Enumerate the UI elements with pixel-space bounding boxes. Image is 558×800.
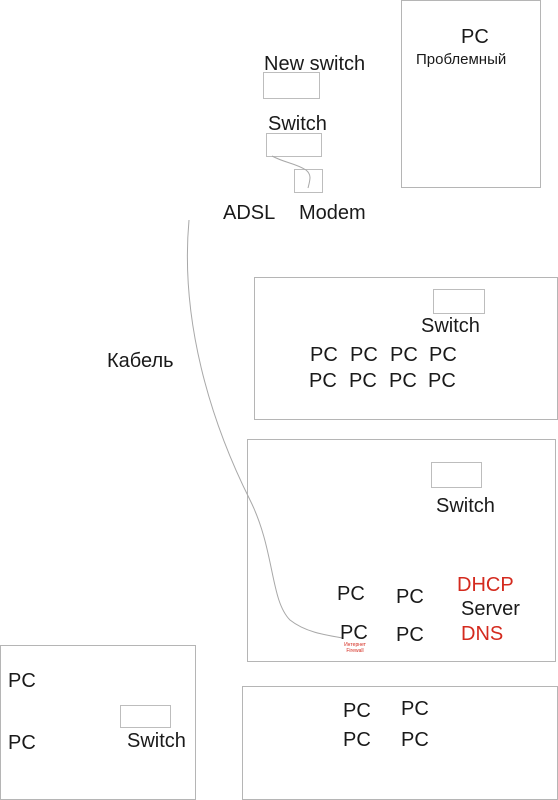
room-1-pc: PC	[309, 370, 337, 392]
problem-pc-sublabel: Проблемный	[416, 51, 507, 68]
room-3-switch-label: Switch	[127, 730, 186, 752]
room-2-switch-label: Switch	[436, 495, 495, 517]
room-3-pc: PC	[8, 670, 36, 692]
internet-firewall-note: Интернет Firewall	[340, 642, 370, 654]
room-1-pc: PC	[390, 344, 418, 366]
room-1-pc: PC	[429, 344, 457, 366]
room-4-pc: PC	[343, 729, 371, 751]
room-3-pc: PC	[8, 732, 36, 754]
dhcp-label: DHCP	[457, 574, 514, 596]
room-1-pc: PC	[349, 370, 377, 392]
modem-label: Modem	[299, 202, 366, 224]
adsl-label: ADSL	[223, 202, 276, 224]
room-1-switch-label: Switch	[421, 315, 480, 337]
room-1-pc: PC	[310, 344, 338, 366]
new-switch-label: New switch	[264, 53, 366, 75]
room-2-pc: PC	[340, 622, 368, 644]
room-4-box	[242, 686, 558, 800]
problem-pc-box	[401, 0, 541, 188]
server-label: Server	[461, 598, 520, 620]
room-1-pc: PC	[428, 370, 456, 392]
internet-label: Интернет	[344, 642, 366, 648]
switch-device	[266, 133, 322, 157]
room-3-switch-device	[120, 705, 171, 728]
problem-pc-label: PC	[461, 26, 489, 48]
switch-label: Switch	[268, 113, 327, 135]
firewall-label: Firewall	[346, 647, 364, 654]
cable-label: Кабель	[107, 350, 174, 372]
room-4-pc: PC	[401, 729, 429, 751]
room-4-pc: PC	[401, 698, 429, 720]
room-1-pc: PC	[389, 370, 417, 392]
room-2-pc: PC	[396, 586, 424, 608]
new-switch-device	[263, 72, 320, 99]
room-2-switch-device	[431, 462, 482, 488]
room-2-pc: PC	[337, 583, 365, 605]
modem-device	[294, 169, 323, 193]
room-1-switch-device	[433, 289, 485, 314]
room-1-pc: PC	[350, 344, 378, 366]
dns-label: DNS	[461, 623, 504, 645]
room-2-pc: PC	[396, 624, 424, 646]
room-4-pc: PC	[343, 700, 371, 722]
